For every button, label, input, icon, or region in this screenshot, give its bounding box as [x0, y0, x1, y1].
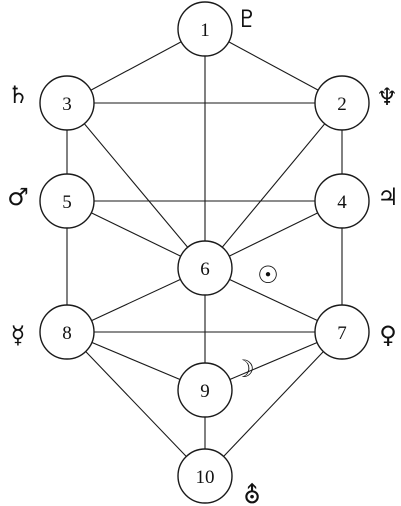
- node-circle: [314, 75, 370, 131]
- node-number: 7: [337, 323, 347, 344]
- jupiter-icon: ♃: [377, 183, 399, 211]
- node-circle: [177, 362, 233, 418]
- node-10: 10: [177, 448, 233, 504]
- saturn-icon: ♄: [7, 81, 29, 109]
- edge-n8-n10: [66, 331, 206, 477]
- node-circle: [177, 448, 233, 504]
- node-2: 2: [314, 75, 370, 131]
- node-number: 10: [196, 467, 215, 488]
- glyphs-layer: ♇ ♆ ♄ ♃ ♂ ☉ ♀ ☿ ☽ ⛢: [7, 5, 399, 506]
- node-number: 6: [200, 259, 210, 280]
- node-circle: [177, 1, 233, 57]
- sun-icon: ☉: [257, 261, 279, 289]
- node-1: 1: [177, 1, 233, 57]
- node-circle: [39, 75, 95, 131]
- mars-icon: ♂: [7, 183, 29, 211]
- node-number: 8: [62, 323, 72, 344]
- node-6: 6: [177, 240, 233, 296]
- node-3: 3: [39, 75, 95, 131]
- node-8: 8: [39, 304, 95, 360]
- uranus-icon: ⛢: [243, 481, 261, 506]
- mercury-icon: ☿: [11, 321, 26, 349]
- node-number: 3: [62, 94, 72, 115]
- node-number: 5: [62, 192, 72, 213]
- edge-n3-n6: [66, 102, 206, 269]
- node-7: 7: [314, 304, 370, 360]
- venus-icon: ♀: [379, 321, 397, 349]
- node-circle: [314, 304, 370, 360]
- node-number: 9: [200, 381, 210, 402]
- nodes-layer: 1 2 3 4 5 6 7 8 9 10: [39, 1, 370, 504]
- node-4: 4: [314, 173, 370, 229]
- node-9: 9: [177, 362, 233, 418]
- neptune-icon: ♆: [376, 83, 398, 111]
- edge-n7-n10: [204, 331, 343, 477]
- moon-icon: ☽: [233, 355, 255, 383]
- node-circle: [314, 173, 370, 229]
- node-number: 4: [337, 192, 347, 213]
- node-circle: [39, 304, 95, 360]
- node-circle: [177, 240, 233, 296]
- node-number: 1: [200, 20, 210, 41]
- node-5: 5: [39, 173, 95, 229]
- node-number: 2: [337, 94, 347, 115]
- pluto-icon: ♇: [236, 5, 258, 33]
- node-circle: [39, 173, 95, 229]
- edge-n2-n6: [204, 102, 343, 269]
